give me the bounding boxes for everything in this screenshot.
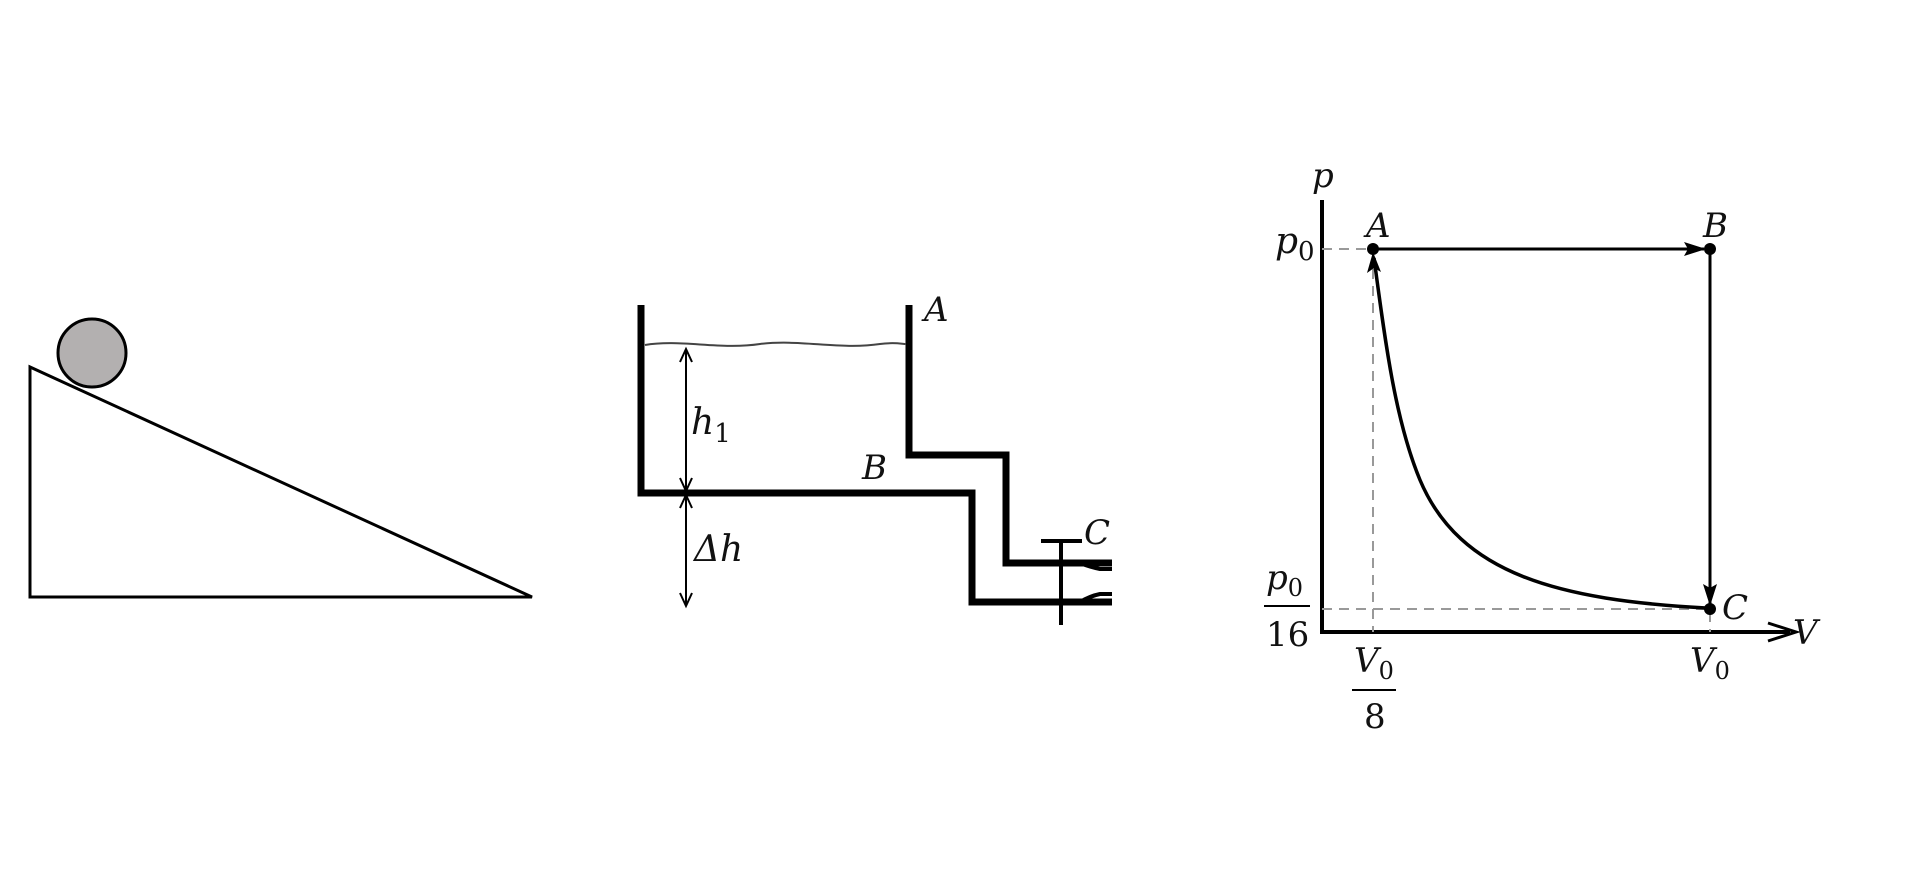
h1-arrow-bottom [679,477,693,494]
p-low-num-sub: 0 [1288,574,1303,602]
dh-arrow-top [679,492,693,509]
process-c-a-curve [1372,257,1707,610]
tank-figure: A B C h1 Δh [637,290,1112,625]
tank-label-c: C [1084,513,1110,553]
v-right-sub: 0 [1715,657,1730,685]
p-low-denominator: 16 [1266,615,1309,655]
arrow-c-a [1367,252,1381,273]
h1-sub: 1 [714,419,731,449]
tank-label-b: B [861,448,887,488]
dh-arrow-bottom [679,592,693,609]
point-a-label: A [1363,206,1391,246]
point-b-dot [1704,243,1716,255]
v-left-num-sub: 0 [1379,657,1394,685]
ball [56,317,128,389]
p0-tick-label: p0 [1275,221,1315,267]
h1-arrow-top [679,346,693,363]
tank-right-wall-and-upper-pipe [905,305,1112,567]
v-axis-arrowhead [1767,621,1801,643]
point-b-label: B [1702,206,1728,246]
p0-sub: 0 [1298,237,1315,267]
tank-label-a: A [921,290,949,330]
pipe-outlet-upper [1079,561,1112,571]
v-axis-label: V [1793,613,1821,653]
v-left-numerator: V0 [1354,641,1394,685]
pipe-outlet-lower [1078,592,1112,604]
p-low-numerator: p0 [1266,558,1303,602]
incline-wedge [28,364,533,599]
p0-base: p [1275,221,1298,262]
point-c-dot [1704,603,1716,615]
h1-base: h [691,402,714,443]
pv-diagram: p V A B C p0 p0 16 V0 8 V0 [1264,156,1821,737]
p-axis-label: p [1312,156,1334,196]
water-surface [644,341,907,347]
v-left-denominator: 8 [1364,697,1386,737]
tank-label-h1: h1 [691,402,731,449]
tank-left-wall-and-bottom-pipe [637,305,1112,606]
v-left-num-base: V [1354,641,1382,681]
point-a-dot [1367,243,1379,255]
v-right-base: V [1690,641,1718,681]
tank-label-dh: Δh [692,529,743,570]
point-c-label: C [1722,588,1748,628]
arrow-a-b [1684,242,1706,256]
incline-figure [28,317,533,599]
arrow-b-c [1703,584,1717,606]
p-low-num-base: p [1266,558,1288,598]
v-right-tick-label: V0 [1690,641,1730,685]
